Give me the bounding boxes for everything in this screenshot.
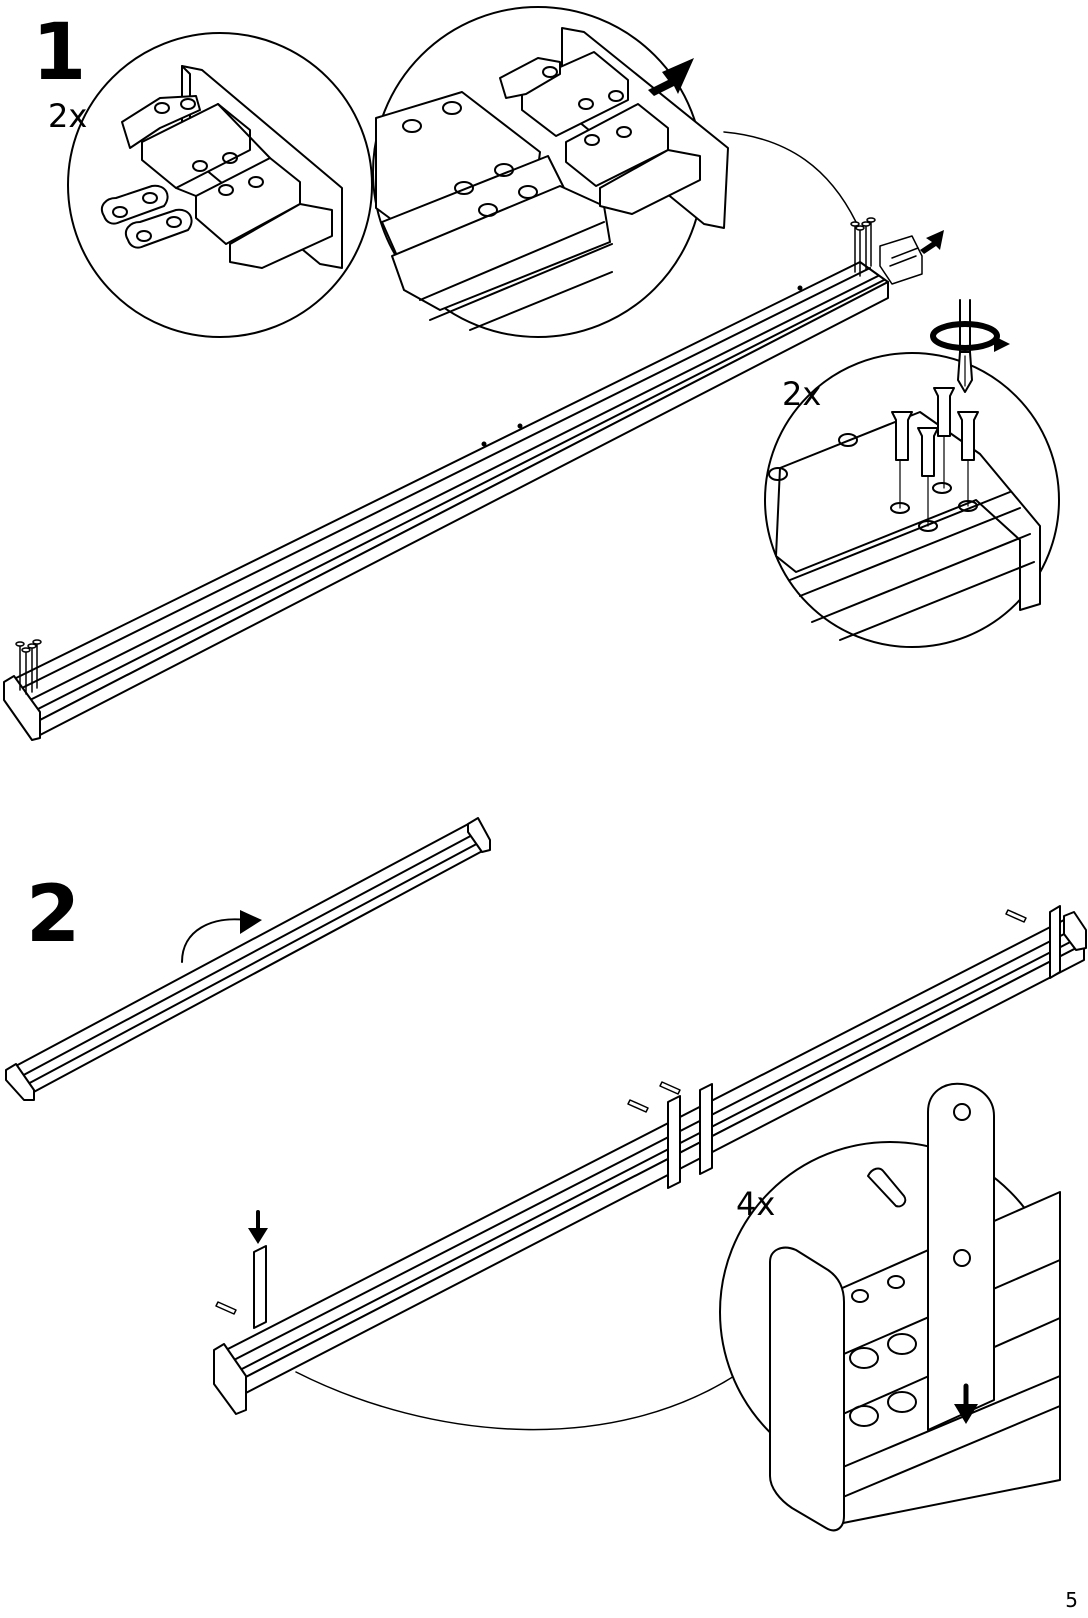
detail-circle-plate-fixing — [720, 1084, 1060, 1531]
quantity-label-brackets: 2x — [48, 100, 87, 132]
step1-long-rail — [4, 262, 888, 740]
detail-circle-bracket-parts — [68, 33, 372, 337]
push-arrow-icon — [920, 230, 944, 254]
step-number-1: 1 — [32, 14, 86, 92]
detail-circle-bracket-insert — [373, 7, 728, 337]
callout-line-2 — [296, 1364, 752, 1430]
callout-line-1 — [724, 132, 856, 222]
quantity-label-plate-screws: 4x — [736, 1188, 775, 1220]
flip-arrow-icon — [240, 910, 262, 934]
page-number: 5 — [1065, 1588, 1078, 1612]
down-arrow-icon — [248, 1212, 268, 1244]
quantity-label-screws: 2x — [782, 378, 821, 410]
step-number-2: 2 — [26, 876, 80, 954]
rotate-arrow-icon — [933, 324, 1010, 352]
step1-small-bracket — [880, 236, 922, 284]
